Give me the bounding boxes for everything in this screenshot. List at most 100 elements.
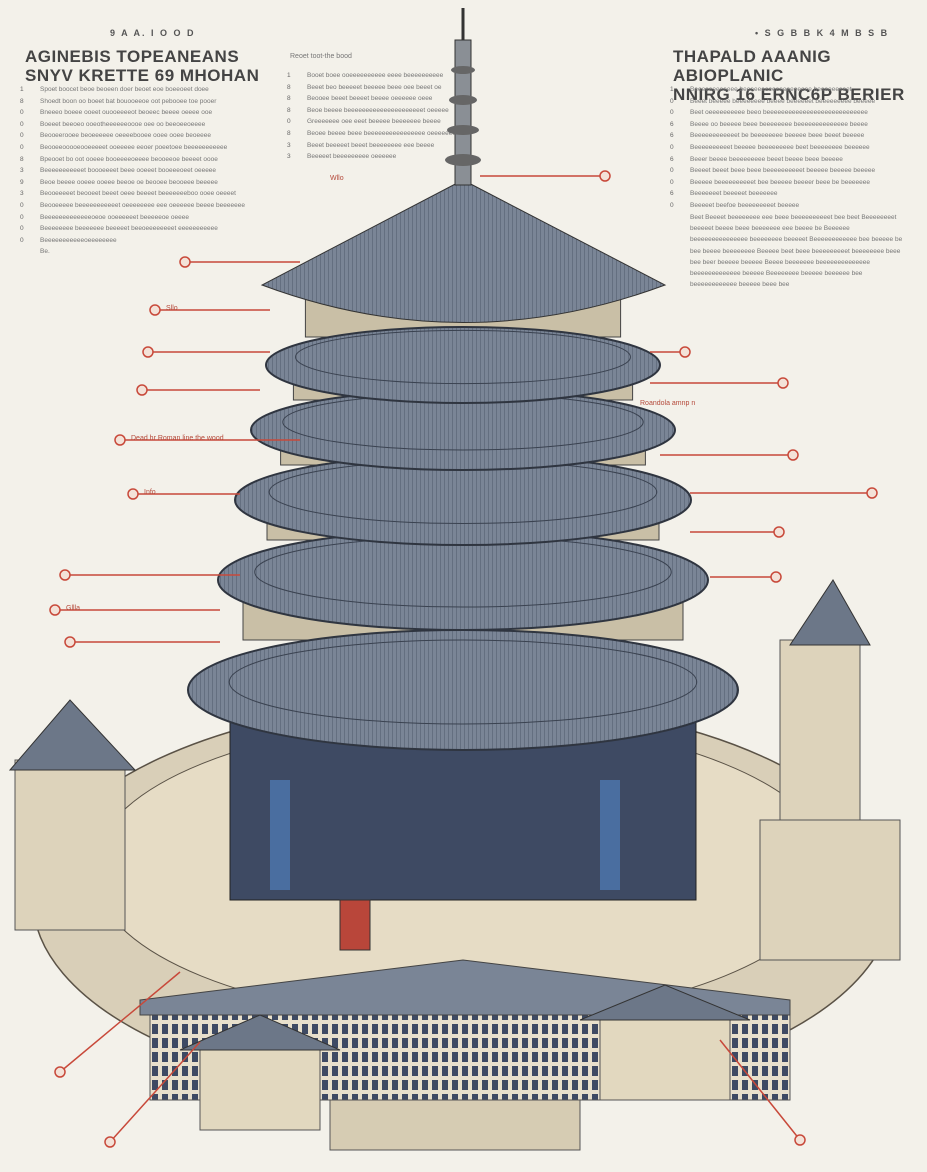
left-title: AGINEBIS TOPEANEANS SNYV KRETTE 69 MHOHA…	[25, 47, 259, 85]
callout-marker	[794, 1134, 806, 1146]
item-text: Beeet beeeee beeeeeeee beeee beeeeeet be…	[690, 97, 876, 105]
roof-rim	[295, 329, 631, 385]
item-number: 1	[287, 72, 291, 79]
item-number: 1	[670, 86, 674, 93]
list-item: 9 Beoe beeee ooeee ooeee beeoe oe beooee …	[20, 177, 245, 189]
callout-marker	[59, 569, 71, 581]
item-text: Beet oeeeeeeeeee beeo beeeeeeeeeeeeeeeee…	[690, 109, 868, 117]
callout-label-left-6: Info	[144, 489, 156, 496]
item-text: Greeeeeee oee eeet beeeee beeeeeee beeee	[307, 118, 441, 126]
item-number: 0	[20, 236, 24, 244]
item-text: Beeet beo beeeeet beeeee beee oee beeet …	[307, 83, 442, 91]
item-number: 0	[20, 201, 24, 209]
item-text: Shoedt boon oo boeet bat bouooeeoe oot p…	[40, 97, 217, 105]
right-title-line1: THAPALD AAANIG ABIOPLANIC	[673, 47, 832, 85]
item-number: 0	[20, 109, 24, 117]
callout-marker	[599, 170, 611, 182]
item-number: 0	[670, 201, 674, 209]
center-subhead: Reoet toot-the bood	[290, 53, 352, 60]
list-item: 3 Beeet beeeeet beeet beeeeeeee eee beeee	[287, 140, 456, 152]
item-number: 9	[20, 178, 24, 186]
roof-tier	[187, 629, 739, 751]
item-number: 8	[287, 129, 291, 137]
item-text: Beeeeeeeeeeeet be beeeeeeee beeeee beee …	[690, 132, 865, 140]
item-text: Booet boee ooeeeeeeeeee eeee beeeeeeeeee	[307, 72, 444, 79]
callout-marker	[114, 434, 126, 446]
left-title-line1: AGINEBIS TOPEANEANS	[25, 47, 240, 66]
callout-marker	[127, 488, 139, 500]
right-title-line2: NNIRG 16 ERNC6P BERIER	[673, 85, 905, 104]
callout-marker	[142, 346, 154, 358]
item-text: Beeeeeeee beeeeeee beeeeet beeoeeeeeeeet…	[40, 225, 218, 233]
callout-marker	[54, 1066, 66, 1078]
item-text: Beooeeeee beeeeeeeeeeet oeeeeeeee eee oe…	[40, 201, 245, 209]
item-number: 3	[20, 190, 24, 198]
callout-marker	[149, 304, 161, 316]
spire	[260, 8, 667, 323]
list-tail: Be.	[40, 248, 50, 256]
item-number: 8	[287, 83, 291, 91]
callout-label-left-5: Dead hr Roman line the wood	[131, 435, 224, 442]
center-list: 1 Booet boee ooeeeeeeeeee eeee beeeeeeeee…	[287, 70, 456, 163]
item-text: Beoee beeee beee beeeeeeeeeeeeeeee oeeee…	[307, 129, 456, 137]
left-title-line2: SNYV KRETTE 69 MHOHAN	[25, 66, 260, 85]
callout-marker	[787, 449, 799, 461]
item-number: 0	[670, 178, 674, 186]
item-number: 8	[20, 155, 24, 163]
item-number: 6	[670, 132, 674, 140]
callout-marker	[64, 636, 76, 648]
item-text: Beoe beeee beeeeeeeeeeeeeeeeeeeeet oeeee…	[307, 106, 449, 114]
item-text: Beeet beeeeet beeet beeeeeeee eee beeee	[307, 141, 435, 149]
list-item: 0 Beooeeeee beeeeeeeeeeet oeeeeeeee eee o…	[20, 200, 245, 212]
list-item: 8 Beoee beeee beee beeeeeeeeeeeeeeee oeee…	[287, 128, 456, 140]
item-text: Beeeeeeeeeeeoeeeeeeee	[40, 236, 117, 244]
right-paragraph: Beet Beeeet beeeeeeee eee beee beeeeeeee…	[690, 214, 903, 289]
callout-marker	[777, 377, 789, 389]
callout-marker	[679, 346, 691, 358]
item-number: 3	[287, 153, 291, 161]
item-text: Beeeeeeeeeeeeeoeoe ooeeeeeet beeeeeoe oe…	[40, 213, 189, 221]
item-number: 6	[670, 155, 674, 163]
list-item: 8 Shoedt boon oo boeet bat bouooeeoe oot …	[20, 96, 245, 108]
item-number: 6	[670, 120, 674, 128]
item-text: Bpeooet bo oot ooeee booeeeeoeeee beooee…	[40, 155, 218, 163]
item-text: Beeeeeeeeeet beeeee beeeeeeeee beet beee…	[690, 143, 870, 151]
callout-marker	[49, 604, 61, 616]
list-item: 0 Beeeeeeeeeet beeeee beeeeeeeee beet bee…	[670, 142, 875, 154]
list-item: 6 Beeeeeeeeeeeet be beeeeeeee beeeee beee…	[670, 130, 875, 142]
roof-rim	[228, 639, 698, 725]
callout-line	[719, 1039, 801, 1141]
callout-marker	[773, 526, 785, 538]
callout-marker	[104, 1136, 116, 1148]
item-number: 6	[670, 190, 674, 198]
item-text: Beeer beeee beeeeeeeee beeet beeee beee …	[690, 155, 843, 163]
callout-label-left-2: Sllo	[166, 305, 178, 312]
item-number: 0	[670, 143, 674, 151]
callout-lines	[49, 170, 878, 1148]
list-item: 6 Beeer beeee beeeeeeeee beeet beeee beee…	[670, 154, 875, 166]
callout-marker	[179, 256, 191, 268]
item-number: 3	[287, 141, 291, 149]
item-text: Beoe beeee ooeee ooeee beeoe oe beooee b…	[40, 178, 218, 186]
item-text: Beeeeet beefoe beeeeeeeeet beeeee	[690, 201, 800, 209]
callout-line	[109, 1041, 201, 1143]
list-item: 0 Beeeeeeeeeeeoeeeeeeee	[20, 235, 245, 247]
right-title: THAPALD AAANIG ABIOPLANIC NNIRG 16 ERNC6…	[673, 47, 927, 104]
item-number: 0	[287, 118, 291, 126]
right-kicker: • S G B B K 4 M B S B	[755, 28, 890, 38]
item-number: 8	[20, 97, 24, 105]
item-text: Beeee oo beeeee beee beeeeeeee beeeeeeee…	[690, 120, 868, 128]
